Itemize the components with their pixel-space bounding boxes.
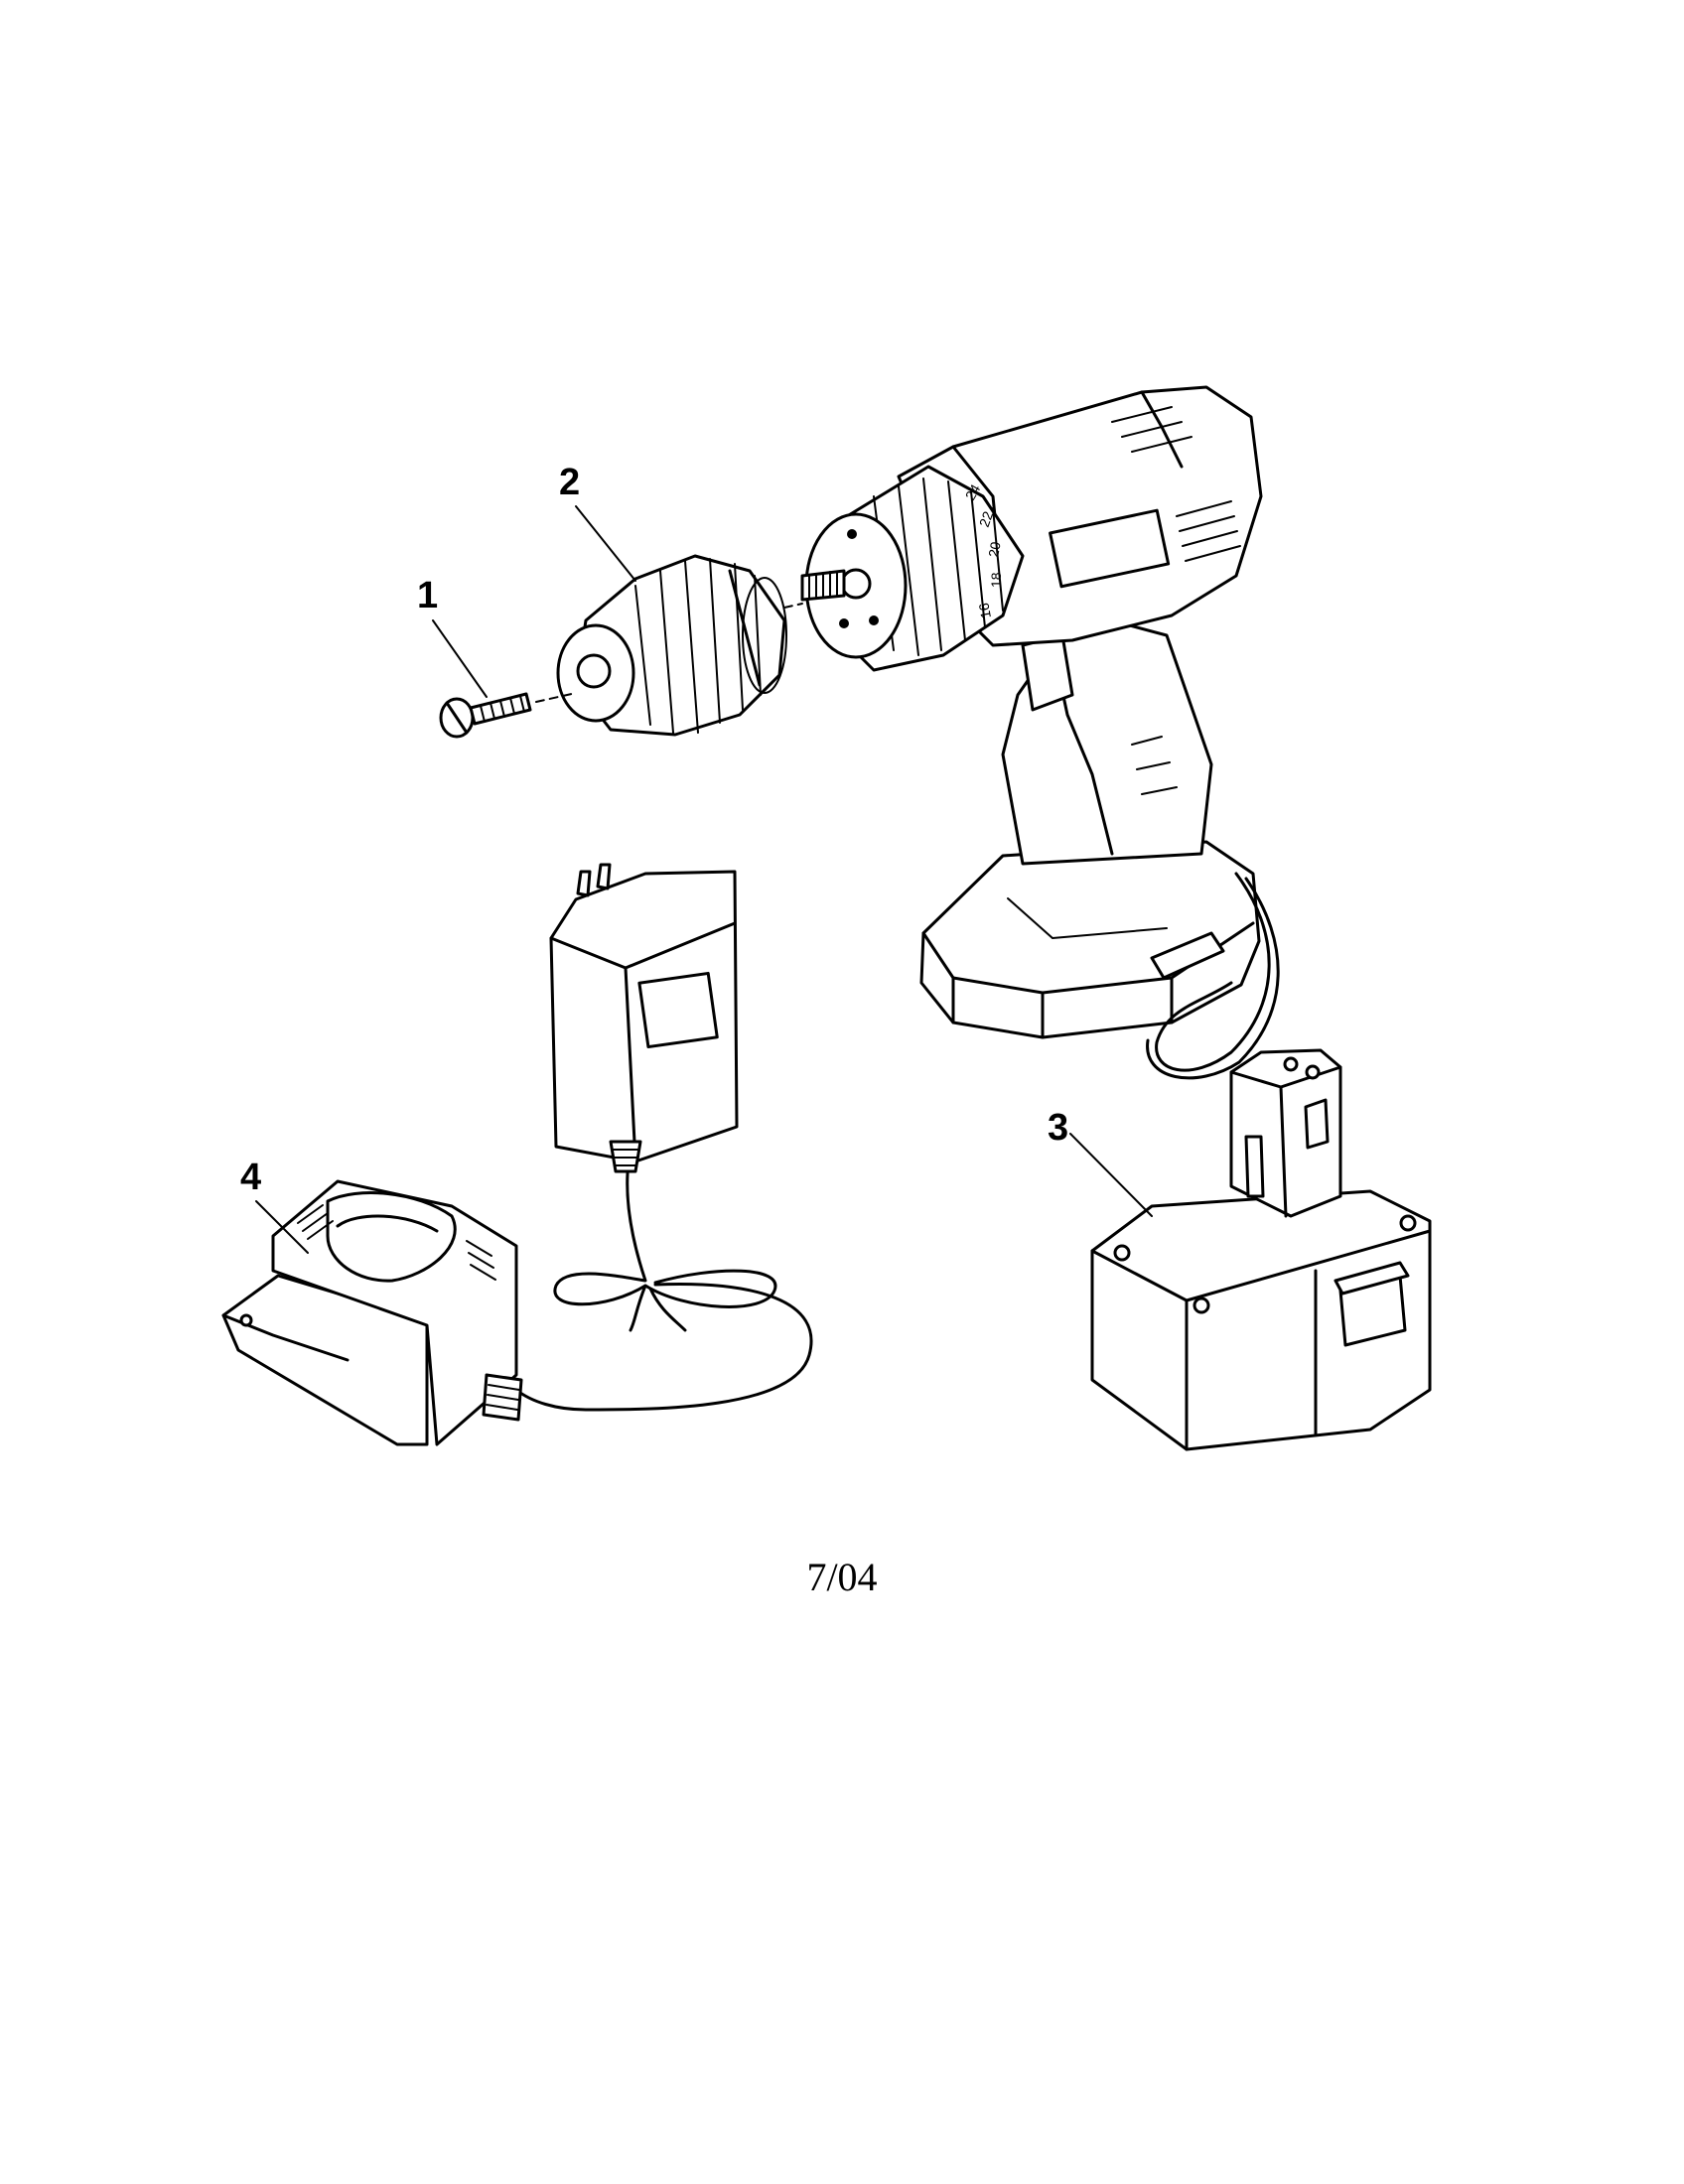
charger-base bbox=[221, 1179, 523, 1446]
callout-label-1: 1 bbox=[417, 575, 438, 616]
clutch-number-24: 24 bbox=[962, 481, 984, 503]
callout-label-3: 3 bbox=[1048, 1107, 1068, 1149]
assembly-line-screw-chuck bbox=[535, 692, 577, 703]
callout-1: 1 bbox=[417, 575, 488, 698]
chuck-screw bbox=[439, 692, 532, 739]
clutch-number-22: 22 bbox=[976, 509, 996, 529]
callout-3: 3 bbox=[1048, 1107, 1153, 1217]
adapter-cord bbox=[514, 1171, 813, 1412]
assembly-line-chuck-spindle bbox=[783, 603, 803, 609]
ac-adapter bbox=[549, 863, 739, 1173]
date-code: 7/04 bbox=[806, 1555, 878, 1599]
clutch-number-16: 16 bbox=[975, 602, 993, 619]
callout-label-2: 2 bbox=[559, 462, 580, 503]
keyless-chuck bbox=[556, 554, 787, 737]
callout-label-4: 4 bbox=[240, 1157, 261, 1198]
drill-body: 24 22 20 18 16 bbox=[800, 385, 1280, 1080]
clutch-number-18: 18 bbox=[988, 572, 1004, 588]
battery-pack bbox=[1090, 1048, 1432, 1451]
callout-4: 4 bbox=[240, 1157, 309, 1254]
callout-2: 2 bbox=[559, 462, 636, 582]
clutch-number-20: 20 bbox=[985, 540, 1003, 558]
